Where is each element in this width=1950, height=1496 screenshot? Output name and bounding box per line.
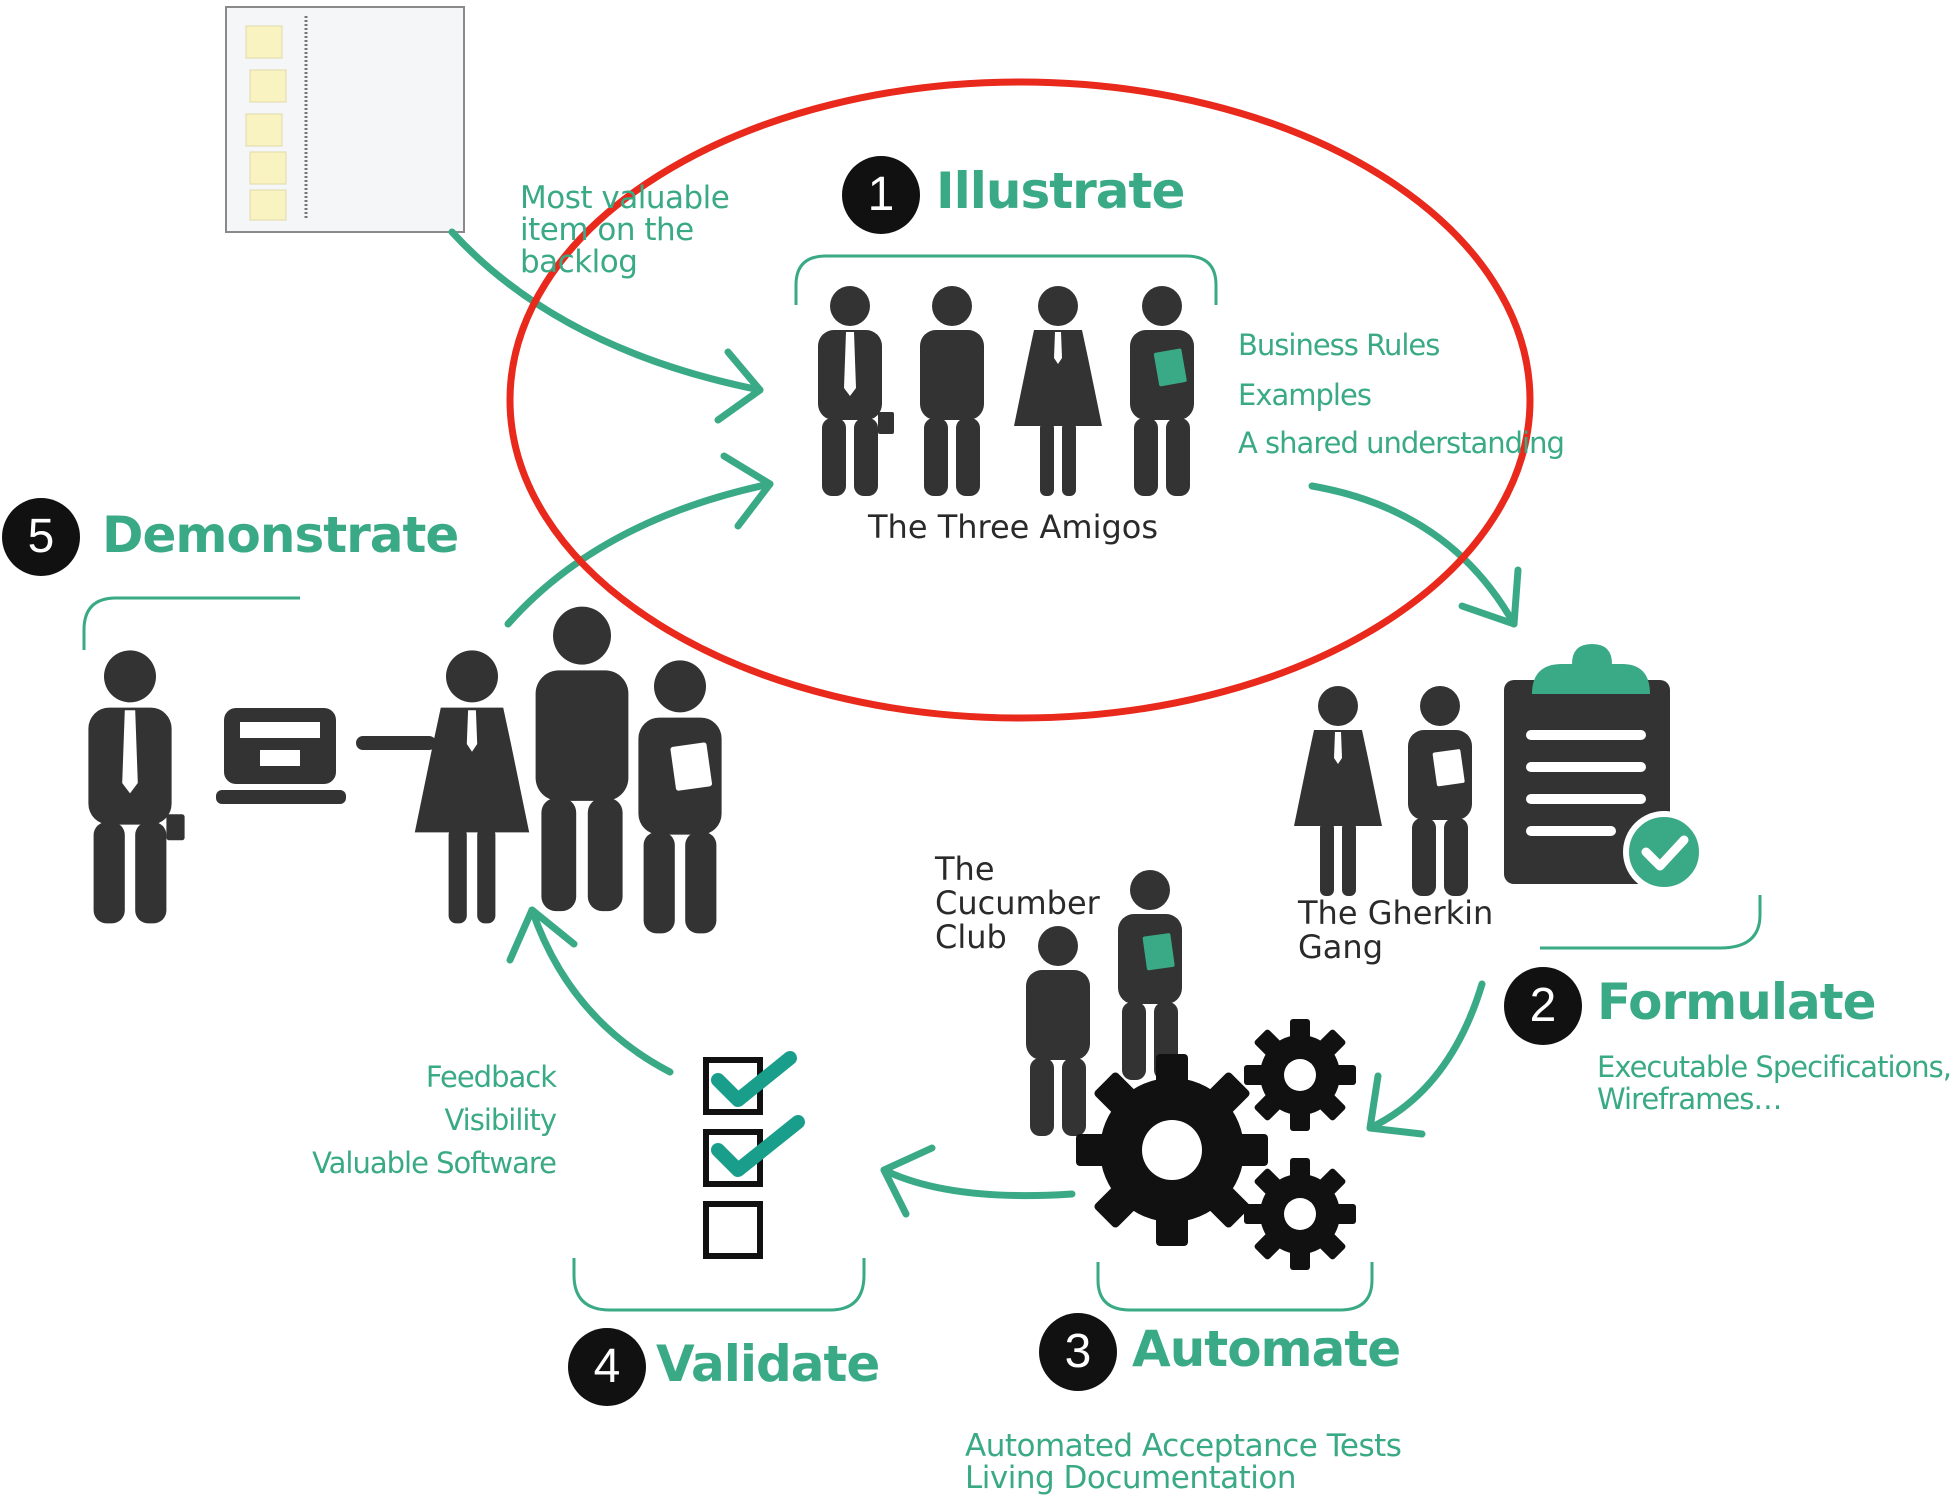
step-1-badge: 1 [842,156,920,234]
clipboard-check-icon [1504,644,1705,893]
person-icon [1408,686,1472,896]
formulate-output-line2: Wireframes… [1597,1082,1782,1116]
computer-icon [216,708,346,804]
formulate-output-line1: Executable Specifications, [1597,1050,1950,1084]
step-1-title: Illustrate [936,162,1185,220]
arrow-demonstrate-to-illustrate [504,480,774,628]
person-icon [1130,286,1194,496]
validate-bracket [572,1258,866,1312]
cucumber-club-group [1026,870,1182,1136]
person-icon [1294,686,1382,896]
illustrate-outcome: Examples [1238,378,1372,412]
demonstrate-group [88,606,722,934]
highlight-ring [506,78,1534,722]
cucumber-club-label-line2: Cucumber [935,884,1100,922]
gherkin-gang-label-line1: The Gherkin [1298,894,1494,932]
step-4-badge: 4 [568,1328,646,1406]
automate-output-line2: Living Documentation [965,1460,1297,1496]
validate-outcome: Valuable Software [312,1146,557,1180]
gears-icon [1076,1019,1356,1270]
gherkin-gang-group [1294,686,1472,896]
arrow-validate-to-demonstrate [528,906,674,1076]
automate-bracket [1096,1262,1374,1312]
three-amigos-group [818,286,1194,496]
validate-outcome: Feedback [425,1060,557,1094]
validate-outcome: Visibility [444,1103,557,1137]
arrow-backlog-to-illustrate [448,228,764,394]
arrow-automate-to-validate [880,1166,1076,1200]
person-icon [414,650,530,924]
step-2-badge: 2 [1504,967,1582,1045]
person-icon [1118,870,1182,1080]
arrow-illustrate-to-formulate [1308,482,1518,628]
person-icon [88,650,185,924]
illustrate-bracket [794,254,1218,305]
three-amigos-label: The Three Amigos [868,508,1159,546]
backlog-label-line2: item on the [520,212,694,248]
arrow-formulate-to-automate [1366,980,1486,1132]
gherkin-gang-label-line2: Gang [1298,928,1383,966]
automate-output-line1: Automated Acceptance Tests [965,1428,1402,1464]
illustrate-outcome: Business Rules [1238,328,1440,362]
person-icon [1014,286,1102,496]
person-icon [920,286,984,496]
step-3-title: Automate [1132,1320,1401,1378]
checklist-icon [703,1051,805,1259]
person-icon [1026,926,1090,1136]
backlog-board-icon [225,6,465,233]
cycle-arrows [448,228,1522,1218]
person-icon [638,660,722,934]
cucumber-club-label-line3: Club [935,918,1007,956]
step-5-badge: 5 [2,498,80,576]
backlog-label-line3: backlog [520,244,638,280]
person-icon [535,606,629,912]
step-5-title: Demonstrate [102,506,459,564]
person-icon [818,286,894,496]
cucumber-club-label-line1: The [935,850,995,888]
step-2-title: Formulate [1597,973,1877,1031]
illustrate-outcome: A shared understanding [1238,426,1565,460]
step-4-title: Validate [656,1335,880,1393]
step-3-badge: 3 [1039,1313,1117,1391]
formulate-bracket [1540,895,1762,950]
backlog-label-line1: Most valuable [520,180,730,216]
demonstrate-bracket [82,596,300,650]
